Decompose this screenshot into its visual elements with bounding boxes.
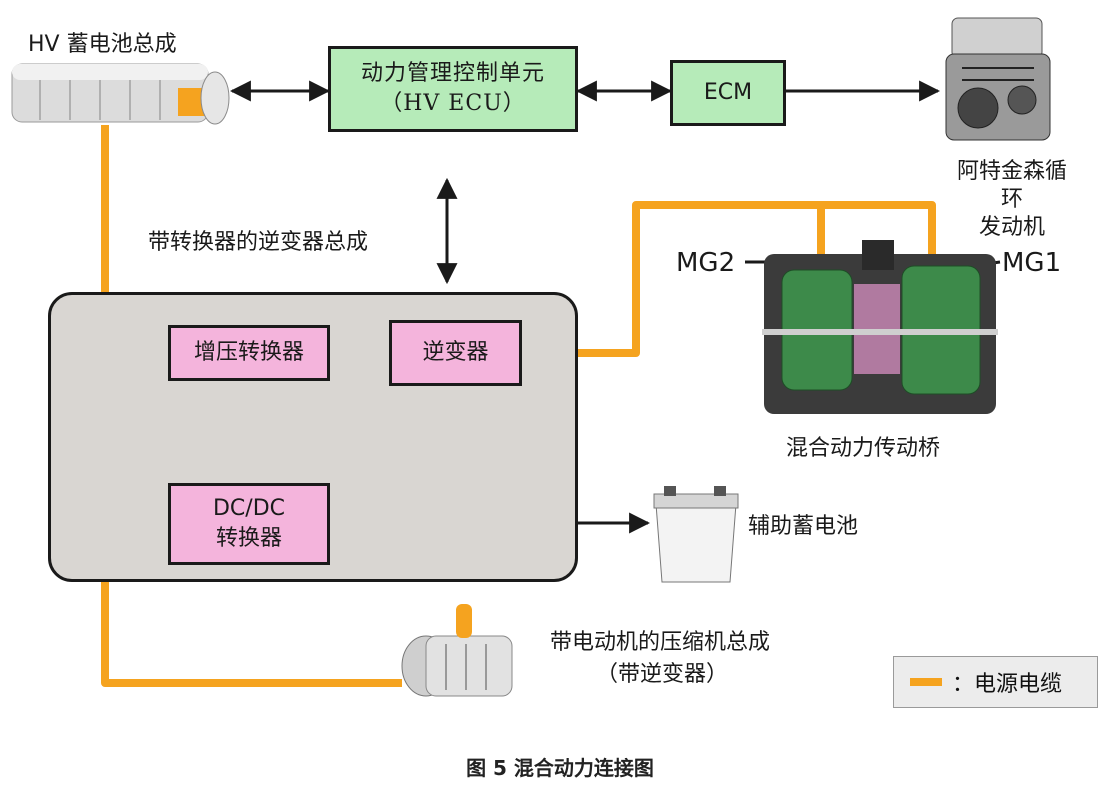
dcdc-converter-box: DC/DC 转换器 — [168, 483, 330, 565]
hv-battery-image — [11, 63, 230, 125]
dcdc-line1: DC/DC — [212, 496, 285, 521]
aux-battery-image — [653, 486, 739, 583]
legend-swatch — [910, 678, 942, 686]
hv-battery-label: HV 蓄电池总成 — [28, 32, 177, 57]
mg2-label: MG2 — [676, 248, 736, 278]
boost-converter-box: 增压转换器 — [168, 325, 330, 381]
compressor-label-line2: （带逆变器） — [596, 662, 729, 687]
inverter-assembly-label: 带转换器的逆变器总成 — [148, 230, 369, 255]
legend-text: ：电源电缆 — [952, 672, 1063, 697]
compressor-image — [401, 604, 513, 697]
ecm-box: ECM — [670, 60, 786, 126]
hv-ecu-box: 动力管理控制单元 （HV ECU） — [328, 46, 578, 132]
cable-inverter-mg — [522, 201, 936, 357]
dcdc-line2: 转换器 — [215, 526, 282, 551]
engine-image — [945, 17, 1051, 141]
figure-caption: 图 5 混合动力连接图 — [466, 756, 654, 780]
hv-ecu-line1: 动力管理控制单元 — [360, 61, 545, 86]
aux-battery-label: 辅助蓄电池 — [748, 514, 859, 539]
hv-ecu-line2: （HV ECU） — [380, 91, 526, 116]
transaxle-label: 混合动力传动桥 — [786, 436, 941, 461]
transaxle-image — [762, 240, 998, 414]
compressor-label-line1: 带电动机的压缩机总成 — [550, 630, 771, 655]
mg1-label: MG1 — [1002, 248, 1062, 278]
legend: ：电源电缆 — [893, 656, 1098, 708]
engine-label: 阿特金森循环 发动机 — [956, 159, 1067, 240]
inverter-box: 逆变器 — [389, 320, 522, 386]
